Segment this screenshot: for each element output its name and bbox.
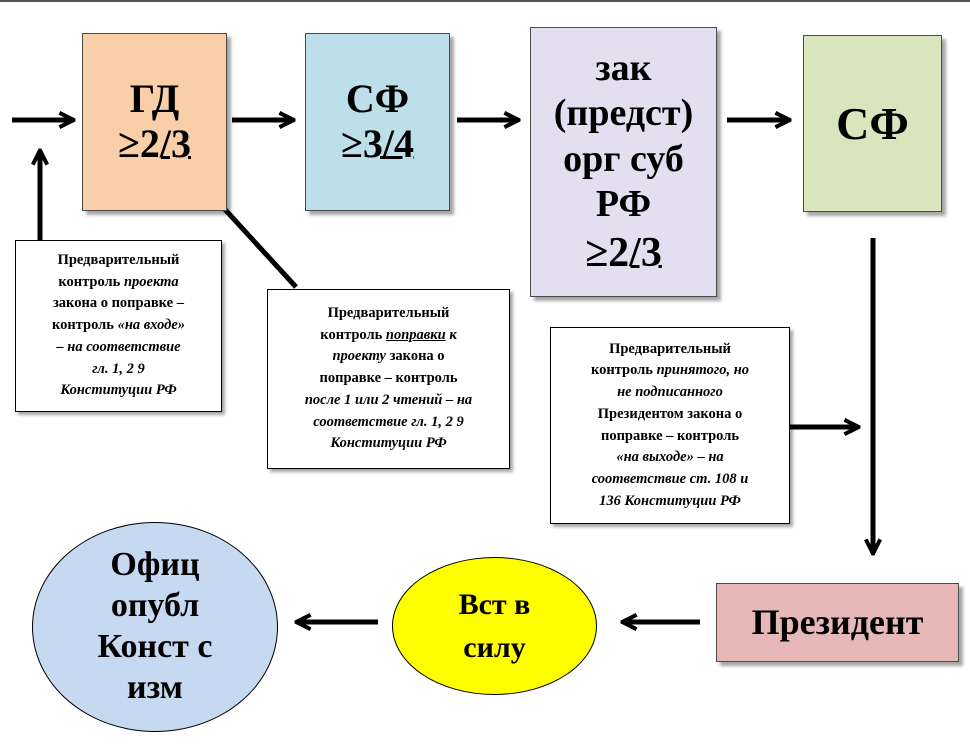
note1-line-7: Конституции РФ [60, 382, 177, 399]
note2-line-7: Конституции РФ [330, 435, 447, 452]
force-line-1: Вст в [458, 587, 531, 621]
note2-draft: проекту [332, 348, 386, 365]
note1-line-3: закона о поправке – [52, 295, 184, 312]
note2-line-6: соответствие гл. 1, 2 9 [313, 413, 464, 430]
note3-line-8: 136 Конституции РФ [599, 492, 741, 509]
regional-legislature-box: зак (предст) орг суб РФ ≥2/3 [530, 27, 717, 297]
note1-line-5: – на соответствие [56, 338, 181, 355]
note3-line-4: Президентом закона о [597, 405, 743, 422]
force-line-2: силу [463, 631, 526, 664]
note2-line-1: Предварительный [327, 304, 450, 321]
president-box: Президент [716, 583, 959, 662]
sf-first-title: СФ [345, 76, 410, 122]
president-title: Президент [751, 602, 924, 643]
entry-into-force-ellipse: Вст в силу [392, 557, 597, 695]
zak-ratio: ≥2/3 [585, 229, 662, 276]
note3-adopted: принятого, но [656, 362, 749, 379]
official-publication-ellipse: Офиц опубл Конст с изм [32, 522, 278, 732]
zak-line-1: зак [595, 46, 652, 89]
note1-input: «на входе» [117, 317, 186, 334]
publish-line-2: опубл [110, 587, 200, 625]
sf-second-title: СФ [836, 97, 909, 149]
gd-box: ГД ≥2/3 [82, 33, 227, 211]
note1-draft: проекта [123, 273, 179, 290]
sf-box-second: СФ [803, 35, 942, 212]
top-border-line [0, 0, 970, 2]
note1-line-1: Предварительный [57, 251, 180, 268]
publish-line-1: Офиц [110, 546, 200, 584]
note-output-control: Предварительный контроль принятого, но н… [550, 327, 790, 524]
sf-first-ratio: ≥3/4 [340, 121, 415, 166]
note3-line-3: не подписанного [617, 384, 723, 400]
publish-line-4: изм [127, 668, 183, 706]
zak-line-3: орг суб [563, 137, 684, 180]
note2-line-5: после 1 или 2 чтений – на [304, 391, 473, 408]
zak-line-2: (предст) [553, 92, 694, 135]
publish-line-3: Конст с [97, 628, 213, 665]
note3-line-5: поправке – контроль [600, 427, 739, 444]
note2-line-4: поправке – контроль [319, 370, 458, 387]
gd-title: ГД [129, 76, 180, 122]
note-amendment-control: Предварительный контроль поправки к прое… [267, 289, 510, 469]
zak-line-4: РФ [595, 183, 652, 226]
sf-box-first: СФ ≥3/4 [305, 33, 450, 211]
note3-line-6: «на выходе» – на [616, 449, 724, 466]
note1-line-6: гл. 1, 2 9 [92, 360, 145, 377]
gd-ratio: ≥2/3 [117, 121, 192, 166]
note3-line-7: соответствие ст. 108 и [591, 471, 749, 487]
note2-amendment: поправки [385, 326, 446, 343]
note3-line-1: Предварительный [609, 340, 731, 357]
note-draft-control: Предварительный контроль проекта закона … [15, 240, 222, 412]
